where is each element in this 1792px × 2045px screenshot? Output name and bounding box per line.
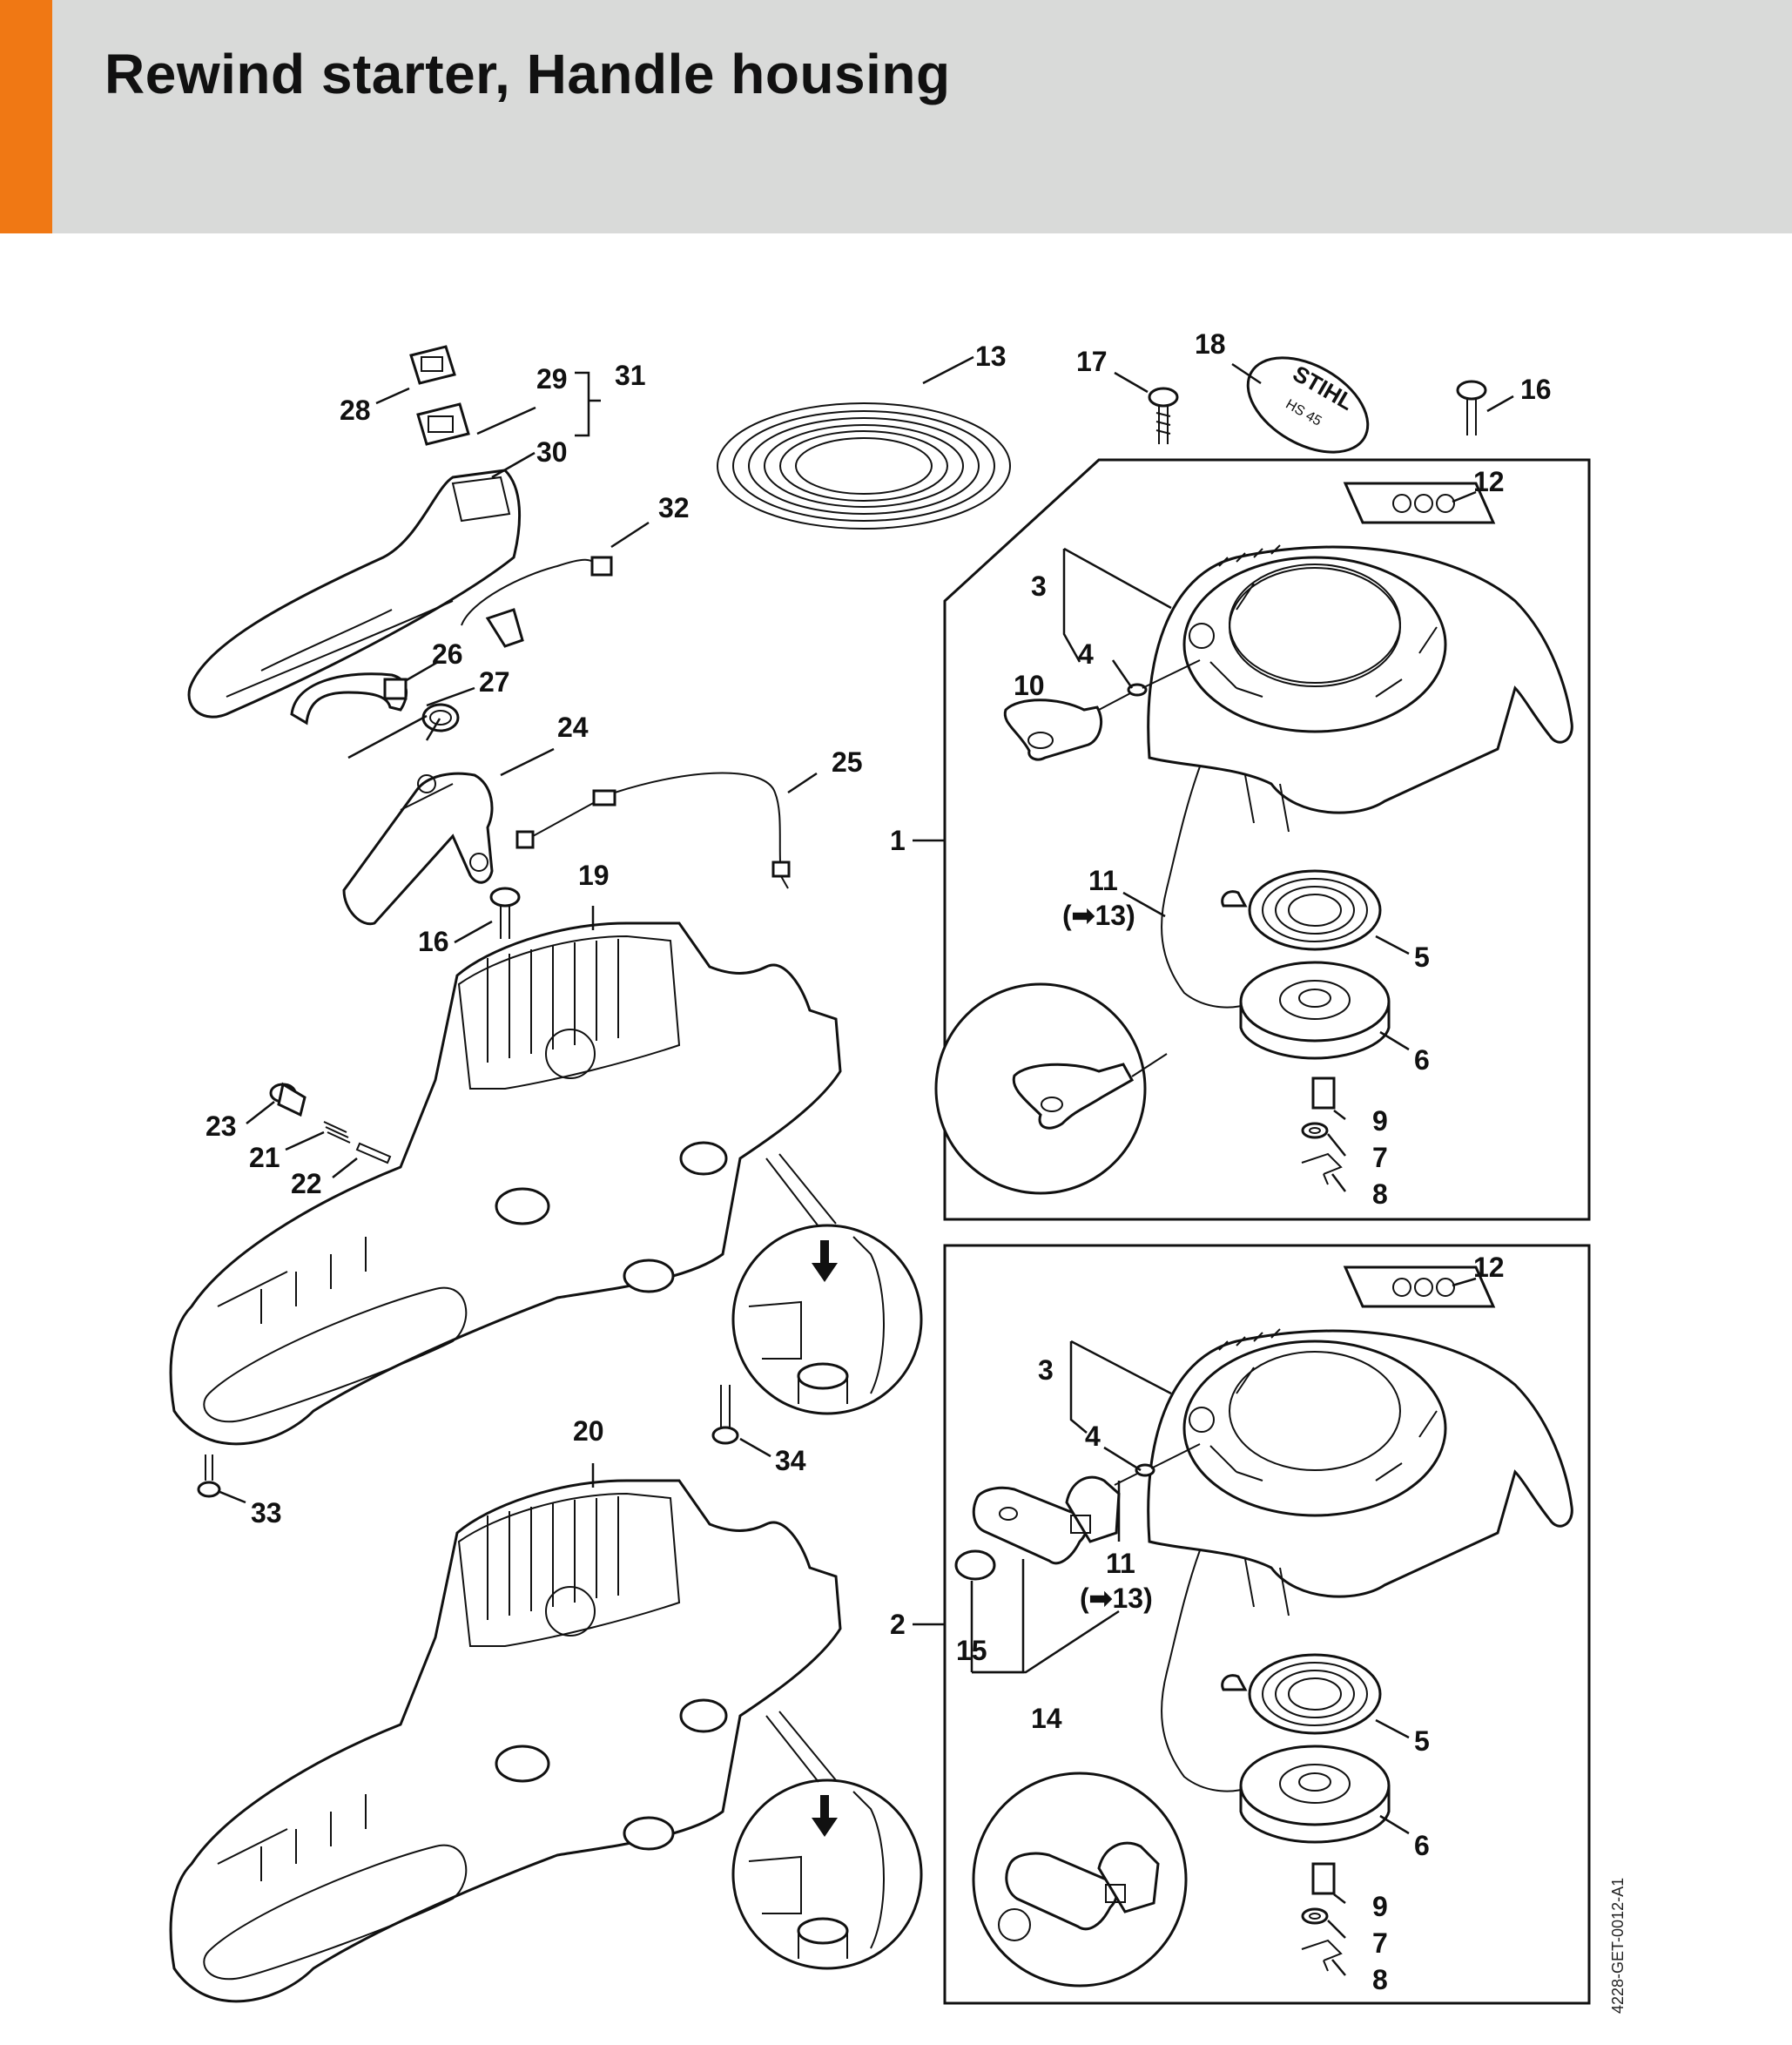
callout-28: 28 xyxy=(340,395,371,426)
callout-11-a-ref: (➡13) xyxy=(1062,900,1135,931)
screw-16-top xyxy=(1456,380,1487,435)
callout-15: 15 xyxy=(956,1635,987,1666)
callout-8-b: 8 xyxy=(1372,1964,1388,1995)
fan-housing-1 xyxy=(1147,544,1573,833)
callout-6-a: 6 xyxy=(1414,1044,1430,1076)
callout-11-a: 11 xyxy=(1088,865,1118,896)
callout-34: 34 xyxy=(775,1445,806,1476)
orange-accent-bar xyxy=(0,0,52,233)
callout-6-b: 6 xyxy=(1414,1830,1430,1861)
callout-11-b-ref: (➡13) xyxy=(1080,1583,1153,1614)
callout-31: 31 xyxy=(615,360,646,391)
callout-14: 14 xyxy=(1031,1703,1062,1734)
callout-3-a: 3 xyxy=(1031,570,1047,602)
callout-8-a: 8 xyxy=(1372,1178,1388,1210)
callout-4-b: 4 xyxy=(1085,1421,1101,1452)
callout-22: 22 xyxy=(291,1168,322,1199)
callout-9-a: 9 xyxy=(1372,1105,1388,1137)
screw-33 xyxy=(197,1454,221,1498)
short-circuit-wire-32 xyxy=(461,556,613,648)
switch-28 xyxy=(409,345,456,385)
spring-21 xyxy=(323,1121,351,1144)
callout-16-housing: 16 xyxy=(418,926,449,957)
spring-clip-8-a xyxy=(1301,1152,1343,1185)
page-title: Rewind starter, Handle housing xyxy=(104,43,951,105)
callout-9-b: 9 xyxy=(1372,1891,1388,1922)
callout-5-b: 5 xyxy=(1414,1725,1430,1757)
callout-33: 33 xyxy=(251,1497,282,1529)
callout-7-b: 7 xyxy=(1372,1927,1388,1959)
starter-assembly-frame-1 xyxy=(943,458,1591,1221)
starter-rope-1 xyxy=(1161,766,1255,1009)
callout-20: 20 xyxy=(573,1415,604,1447)
callout-11-b: 11 xyxy=(1106,1548,1135,1579)
document-reference: 4228-GET-0012-A1 xyxy=(1609,1878,1627,2014)
throttle-cable-25 xyxy=(515,772,791,889)
screw-16-housing xyxy=(489,887,521,939)
callout-25: 25 xyxy=(832,746,863,778)
callout-10: 10 xyxy=(1014,670,1045,701)
rewind-spring-13 xyxy=(717,402,1011,530)
callout-4-a: 4 xyxy=(1078,638,1094,670)
callout-27: 27 xyxy=(479,666,510,698)
cap-15 xyxy=(954,1549,996,1581)
callout-18: 18 xyxy=(1195,328,1226,360)
pawl-9-b xyxy=(1311,1862,1336,1895)
screw-34 xyxy=(711,1385,739,1445)
detail-circle-20 xyxy=(731,1778,923,1970)
clip-26 xyxy=(290,672,408,726)
callout-13: 13 xyxy=(975,341,1007,372)
callout-23: 23 xyxy=(205,1110,237,1142)
detail-grip-circle-b xyxy=(972,1772,1188,1988)
callout-17: 17 xyxy=(1076,346,1108,377)
callout-29: 29 xyxy=(536,363,568,395)
starter-rope-2 xyxy=(1161,1549,1255,1792)
pin-22 xyxy=(355,1142,392,1164)
callout-3-b: 3 xyxy=(1038,1354,1054,1386)
callout-1: 1 xyxy=(890,825,906,856)
detail-pointer-20 xyxy=(765,1711,837,1783)
handle-molding-upper xyxy=(187,469,521,719)
detail-grip-circle-a xyxy=(934,982,1168,1195)
rope-rotor-6-b xyxy=(1239,1745,1391,1844)
callout-5-a: 5 xyxy=(1414,942,1430,973)
callout-19: 19 xyxy=(578,860,610,891)
header-band: Rewind starter, Handle housing xyxy=(0,0,1792,233)
rewind-spring-5-a xyxy=(1221,869,1382,951)
detail-pointer-19 xyxy=(765,1153,837,1227)
washer-7-b xyxy=(1301,1907,1329,1925)
callout-21: 21 xyxy=(249,1142,280,1173)
starter-cover-decal-18: STIHL HS 45 xyxy=(1246,356,1370,454)
pawl-9-a xyxy=(1311,1076,1336,1110)
screw-17 xyxy=(1148,387,1179,444)
throttle-trigger-24 xyxy=(342,772,494,926)
callout-12-b: 12 xyxy=(1473,1252,1505,1283)
callout-12-a: 12 xyxy=(1473,466,1505,497)
spring-clip-8-b xyxy=(1301,1939,1343,1972)
callout-2: 2 xyxy=(890,1609,906,1640)
callout-labels: 28 29 30 31 32 26 27 24 25 13 17 18 16 1… xyxy=(205,328,1552,1995)
nut-23 xyxy=(269,1082,307,1117)
switch-30 xyxy=(416,402,470,446)
spring-27 xyxy=(421,703,460,732)
callout-30: 30 xyxy=(536,436,568,468)
warning-label-12-a xyxy=(1343,482,1496,524)
starter-grip-14 xyxy=(972,1443,1201,1565)
callout-16-top: 16 xyxy=(1520,374,1552,405)
warning-label-12-b xyxy=(1343,1265,1496,1308)
callout-24: 24 xyxy=(557,712,589,743)
fan-housing-2 xyxy=(1147,1328,1573,1616)
rewind-spring-5-b xyxy=(1221,1653,1382,1735)
detail-circle-19 xyxy=(731,1224,923,1415)
leader-lines xyxy=(217,355,1514,1976)
starter-grip-10 xyxy=(1003,659,1201,761)
handle-housing-20 xyxy=(169,1479,842,2003)
rope-rotor-6-a xyxy=(1239,961,1391,1060)
callout-7-a: 7 xyxy=(1372,1142,1388,1173)
washer-7-a xyxy=(1301,1122,1329,1139)
callout-32: 32 xyxy=(658,492,690,523)
callout-26: 26 xyxy=(432,638,463,670)
handle-housing-19 xyxy=(169,921,842,1446)
